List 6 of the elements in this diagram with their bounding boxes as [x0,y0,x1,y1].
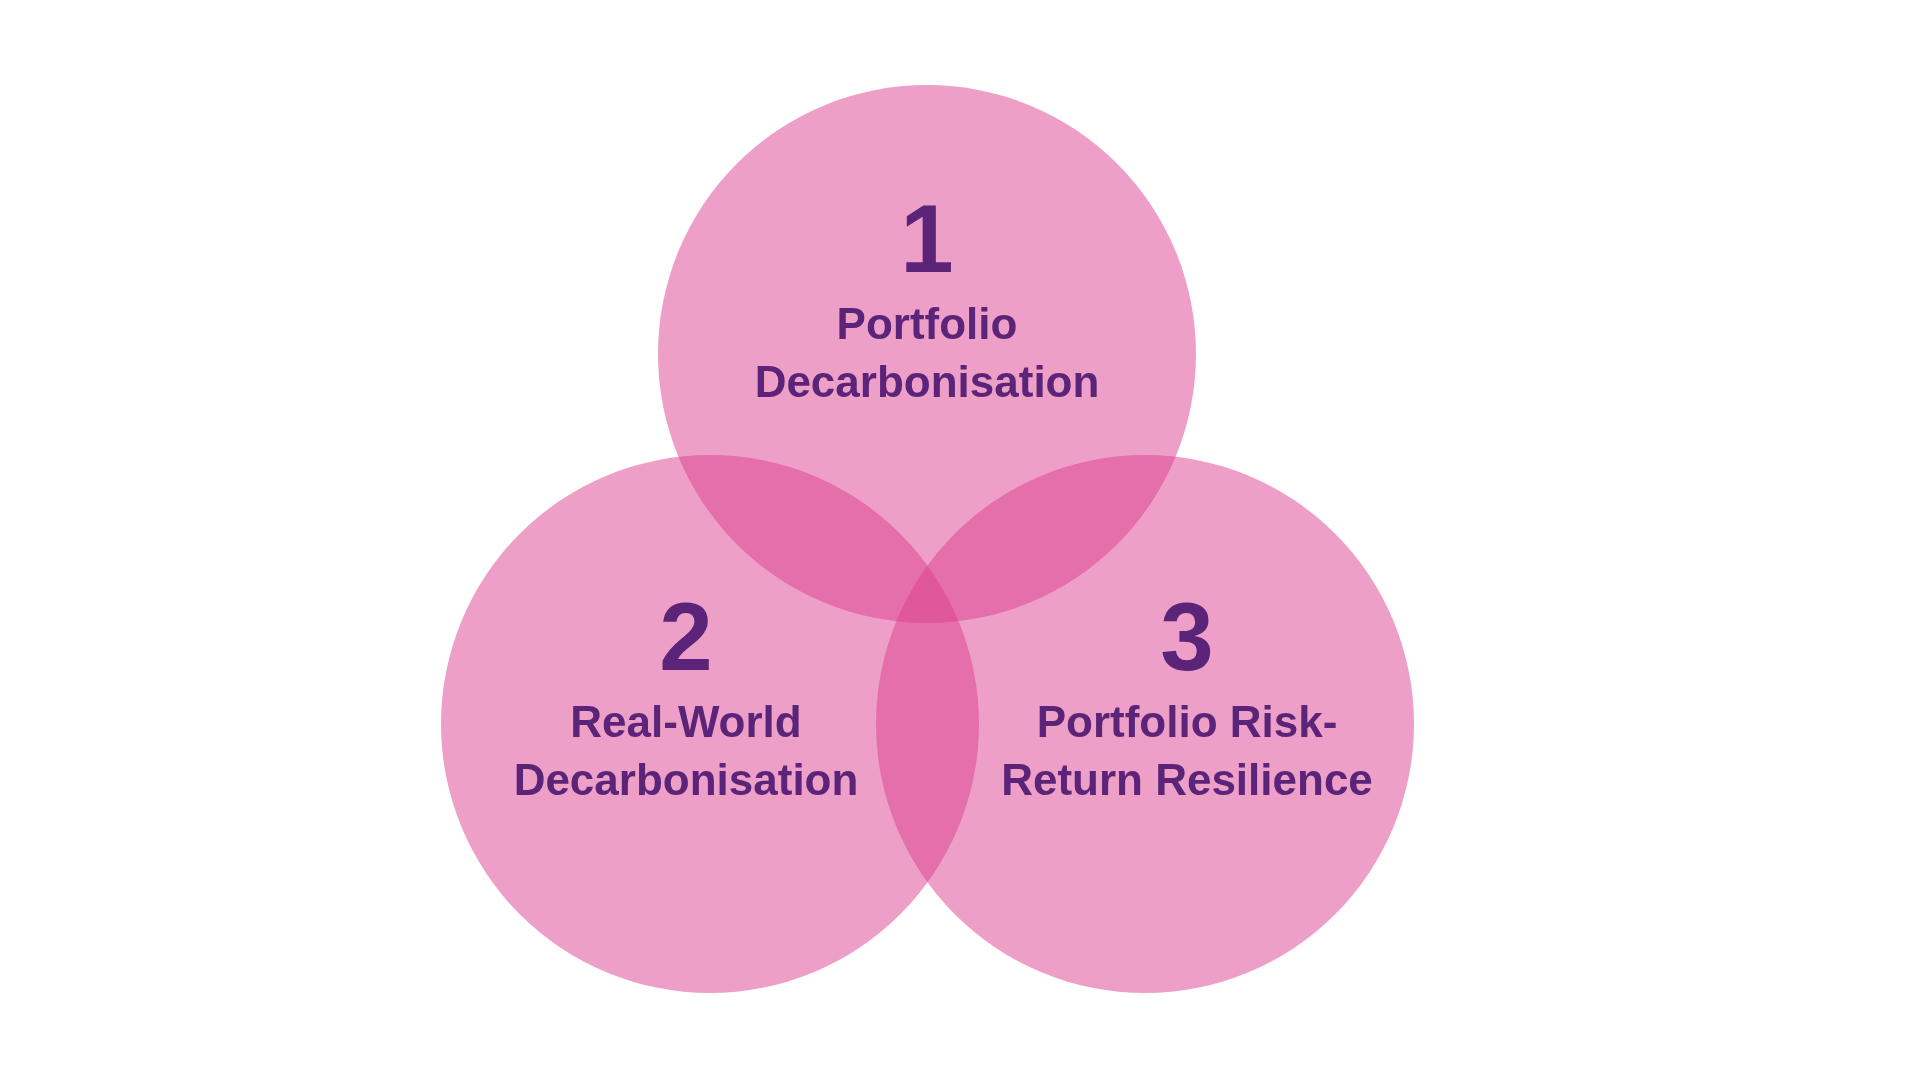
circle-label: Portfolio Decarbonisation [753,298,1101,408]
circle-number: 2 [659,589,713,685]
circle-number: 1 [900,191,954,287]
circle-number: 3 [1160,589,1214,685]
circle-label: Real-World Decarbonisation [512,696,860,806]
circle-label: Portfolio Risk-Return Resilience [1000,696,1374,806]
